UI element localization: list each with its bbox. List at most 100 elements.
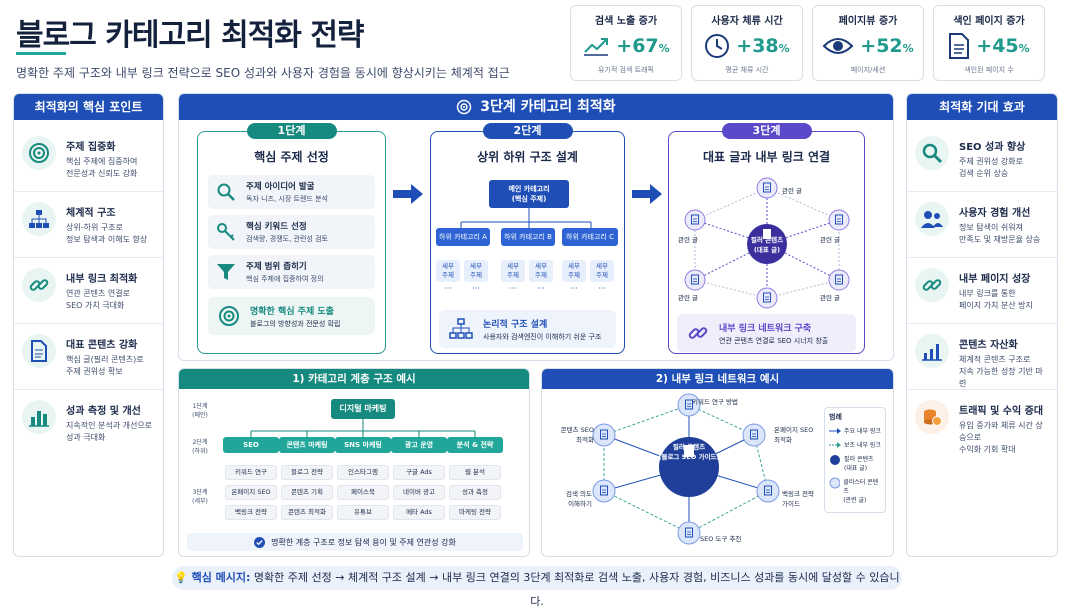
network-diagram bbox=[592, 393, 780, 545]
search-icon bbox=[217, 183, 235, 201]
title-underline bbox=[16, 52, 66, 55]
key-message-label: 핵심 메시지: bbox=[191, 571, 251, 584]
stat-note: 색인된 페이지 수 bbox=[964, 66, 1014, 74]
right-panel-title: 최적화 기대 효과 bbox=[907, 94, 1057, 120]
cluster-node bbox=[677, 393, 701, 417]
stat-value: +52 bbox=[860, 35, 903, 57]
stat-value: +38 bbox=[736, 35, 779, 57]
coins-icon bbox=[915, 400, 949, 434]
document-icon bbox=[949, 33, 970, 59]
hierarchy-column-head: 광고 운영 bbox=[391, 437, 447, 453]
cluster-node bbox=[677, 521, 701, 545]
network-panel: 2) 내부 링크 네트워크 예시 필러 콘텐츠 (블로그 SEO 가이드) 키워… bbox=[541, 368, 894, 557]
three-stage-title: 3단계 카테고리 최적화 bbox=[480, 99, 616, 115]
key-message-text: 명확한 주제 선정 → 체계적 구조 설계 → 내부 링크 연결의 3단계 최적… bbox=[253, 571, 900, 608]
legend-sublabel: (대표 글) bbox=[844, 465, 868, 472]
right-item-title: 내부 페이지 성장 bbox=[959, 274, 1031, 285]
document-icon bbox=[763, 229, 771, 239]
stage3-card: 3단계 대표 글과 내부 링크 연결 필러 콘텐츠 (대표 글) 관련 글 관련… bbox=[668, 123, 865, 354]
stat-unit: % bbox=[778, 42, 790, 55]
hierarchy-icon bbox=[22, 202, 56, 236]
legend-label: 주요 내부 링크 bbox=[844, 428, 881, 435]
stage2-tree-lines bbox=[460, 208, 592, 228]
hierarchy-cell: 콘텐츠 최적화 bbox=[281, 505, 333, 520]
hierarchy-cell: 백링크 전략 bbox=[225, 505, 277, 520]
link-icon bbox=[915, 268, 949, 302]
stage2-footer-title: 논리적 구조 설계 bbox=[483, 319, 548, 330]
legend-title: 범례 bbox=[829, 413, 842, 421]
page-subtitle: 명확한 주제 구조와 내부 링크 전략으로 SEO 성과와 사용자 경험을 동시… bbox=[16, 66, 510, 80]
related-label: 관련 글 bbox=[819, 236, 840, 244]
stage3-footer-desc: 연관 콘텐츠 연결로 SEO 시너지 창출 bbox=[719, 336, 829, 345]
lightbulb-icon: 💡 bbox=[174, 571, 189, 584]
hub-title: 필러 콘텐츠 bbox=[750, 236, 784, 244]
related-post-node bbox=[828, 209, 850, 231]
link-icon bbox=[688, 327, 708, 339]
stage3-badge: 3단계 bbox=[721, 123, 812, 139]
target-icon bbox=[219, 306, 239, 326]
right-item-title: 트래픽 및 수익 증대 bbox=[959, 406, 1044, 417]
right-item-title: 콘텐츠 자산화 bbox=[959, 340, 1018, 351]
network-hub-label: 필러 콘텐츠 (블로그 SEO 가이드) bbox=[652, 441, 726, 461]
main-category-box: 메인 카테고리 (핵심 주제) bbox=[489, 180, 569, 208]
stage3-title: 대표 글과 내부 링크 연결 bbox=[702, 150, 831, 164]
network-title: 2) 내부 링크 네트워크 예시 bbox=[542, 369, 893, 389]
stage1-item-desc: 검색량, 경쟁도, 관련성 검토 bbox=[246, 235, 328, 243]
stat-unit: % bbox=[658, 42, 670, 55]
legend-item: 보조 내부 링크 bbox=[829, 440, 881, 449]
related-label: 관련 글 bbox=[781, 187, 802, 195]
hierarchy-cell: 페이스북 bbox=[337, 485, 389, 500]
cluster-dot-icon bbox=[829, 477, 841, 489]
related-post-node bbox=[828, 269, 850, 291]
related-post-node bbox=[756, 177, 778, 199]
stage1-item-desc: 핵심 주제에 집중하여 정의 bbox=[246, 275, 324, 283]
cluster-node bbox=[742, 423, 766, 447]
stat-card-pageview: 페이지뷰 증가 +52% 페이지/세션 bbox=[812, 5, 924, 81]
sub-category-box: 하위 카테고리 C bbox=[562, 228, 618, 246]
left-item-title: 내부 링크 최적화 bbox=[66, 274, 138, 285]
related-post-node bbox=[684, 269, 706, 291]
growth-chart-icon bbox=[915, 334, 949, 368]
related-label: 관련 글 bbox=[677, 294, 698, 302]
hierarchy-column-head: 콘텐츠 마케팅 bbox=[279, 437, 335, 453]
hub-label: 필러 콘텐츠 (대표 글) bbox=[737, 234, 797, 254]
clock-icon bbox=[705, 34, 730, 58]
stat-unit: % bbox=[1018, 42, 1030, 55]
left-panel-title: 최적화의 핵심 포인트 bbox=[14, 94, 163, 120]
left-item-title: 성과 측정 및 개선 bbox=[66, 406, 141, 417]
stage-arrow-icon bbox=[632, 184, 662, 204]
stat-note: 평균 체류 시간 bbox=[725, 66, 769, 74]
stat-label: 페이지뷰 증가 bbox=[838, 16, 898, 27]
hierarchy-cell: 네이버 광고 bbox=[393, 485, 445, 500]
hierarchy-lines bbox=[250, 419, 476, 437]
target-icon bbox=[22, 136, 56, 170]
legend-label: 필러 콘텐츠 bbox=[844, 456, 874, 463]
hierarchy-cell: 마케팅 전략 bbox=[449, 505, 501, 520]
stat-label: 사용자 체류 시간 bbox=[711, 16, 783, 27]
stat-label: 색인 페이지 증가 bbox=[953, 16, 1025, 27]
legend-item: 클러스터 콘텐츠(관련 글) bbox=[829, 477, 881, 504]
